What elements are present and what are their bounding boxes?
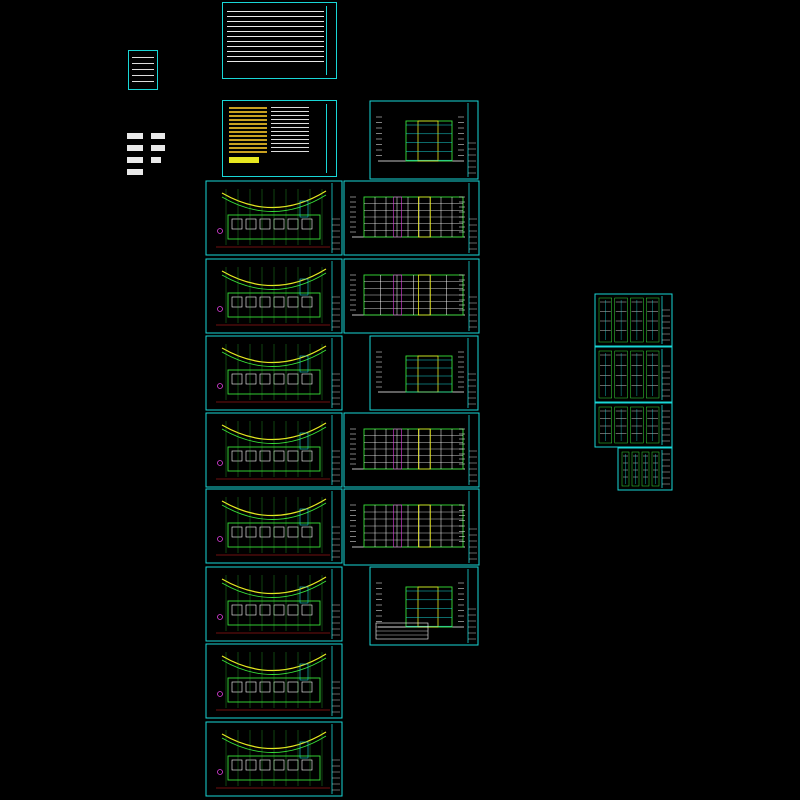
elevation-sheet-5[interactable] — [343, 412, 480, 488]
materials-schedule-sheet[interactable] — [222, 100, 337, 177]
floor-plan-sheet-4[interactable] — [205, 412, 343, 488]
floor-plan-sheet-1[interactable] — [205, 180, 343, 256]
cover-thumbnail — [128, 50, 158, 90]
floor-plan-sheet-8[interactable] — [205, 721, 343, 797]
elevation-sheet-2[interactable] — [343, 180, 480, 256]
floor-plan-sheet-3[interactable] — [205, 335, 343, 411]
elevation-sheet-3[interactable] — [343, 258, 480, 334]
elevation-sheet-7[interactable] — [369, 566, 479, 646]
elevation-sheet-6[interactable] — [343, 488, 480, 566]
detail-sheet-4[interactable] — [617, 447, 673, 491]
elevation-sheet-1[interactable] — [369, 100, 479, 180]
floor-plan-sheet-7[interactable] — [205, 643, 343, 719]
floor-plan-sheet-2[interactable] — [205, 258, 343, 334]
layer-legend — [127, 130, 187, 178]
design-notes-sheet[interactable] — [222, 2, 337, 79]
floor-plan-sheet-6[interactable] — [205, 566, 343, 642]
detail-sheet-3[interactable] — [594, 402, 673, 448]
detail-sheet-2[interactable] — [594, 346, 673, 403]
detail-sheet-1[interactable] — [594, 293, 673, 347]
elevation-sheet-4[interactable] — [369, 335, 479, 411]
floor-plan-sheet-5[interactable] — [205, 488, 343, 564]
